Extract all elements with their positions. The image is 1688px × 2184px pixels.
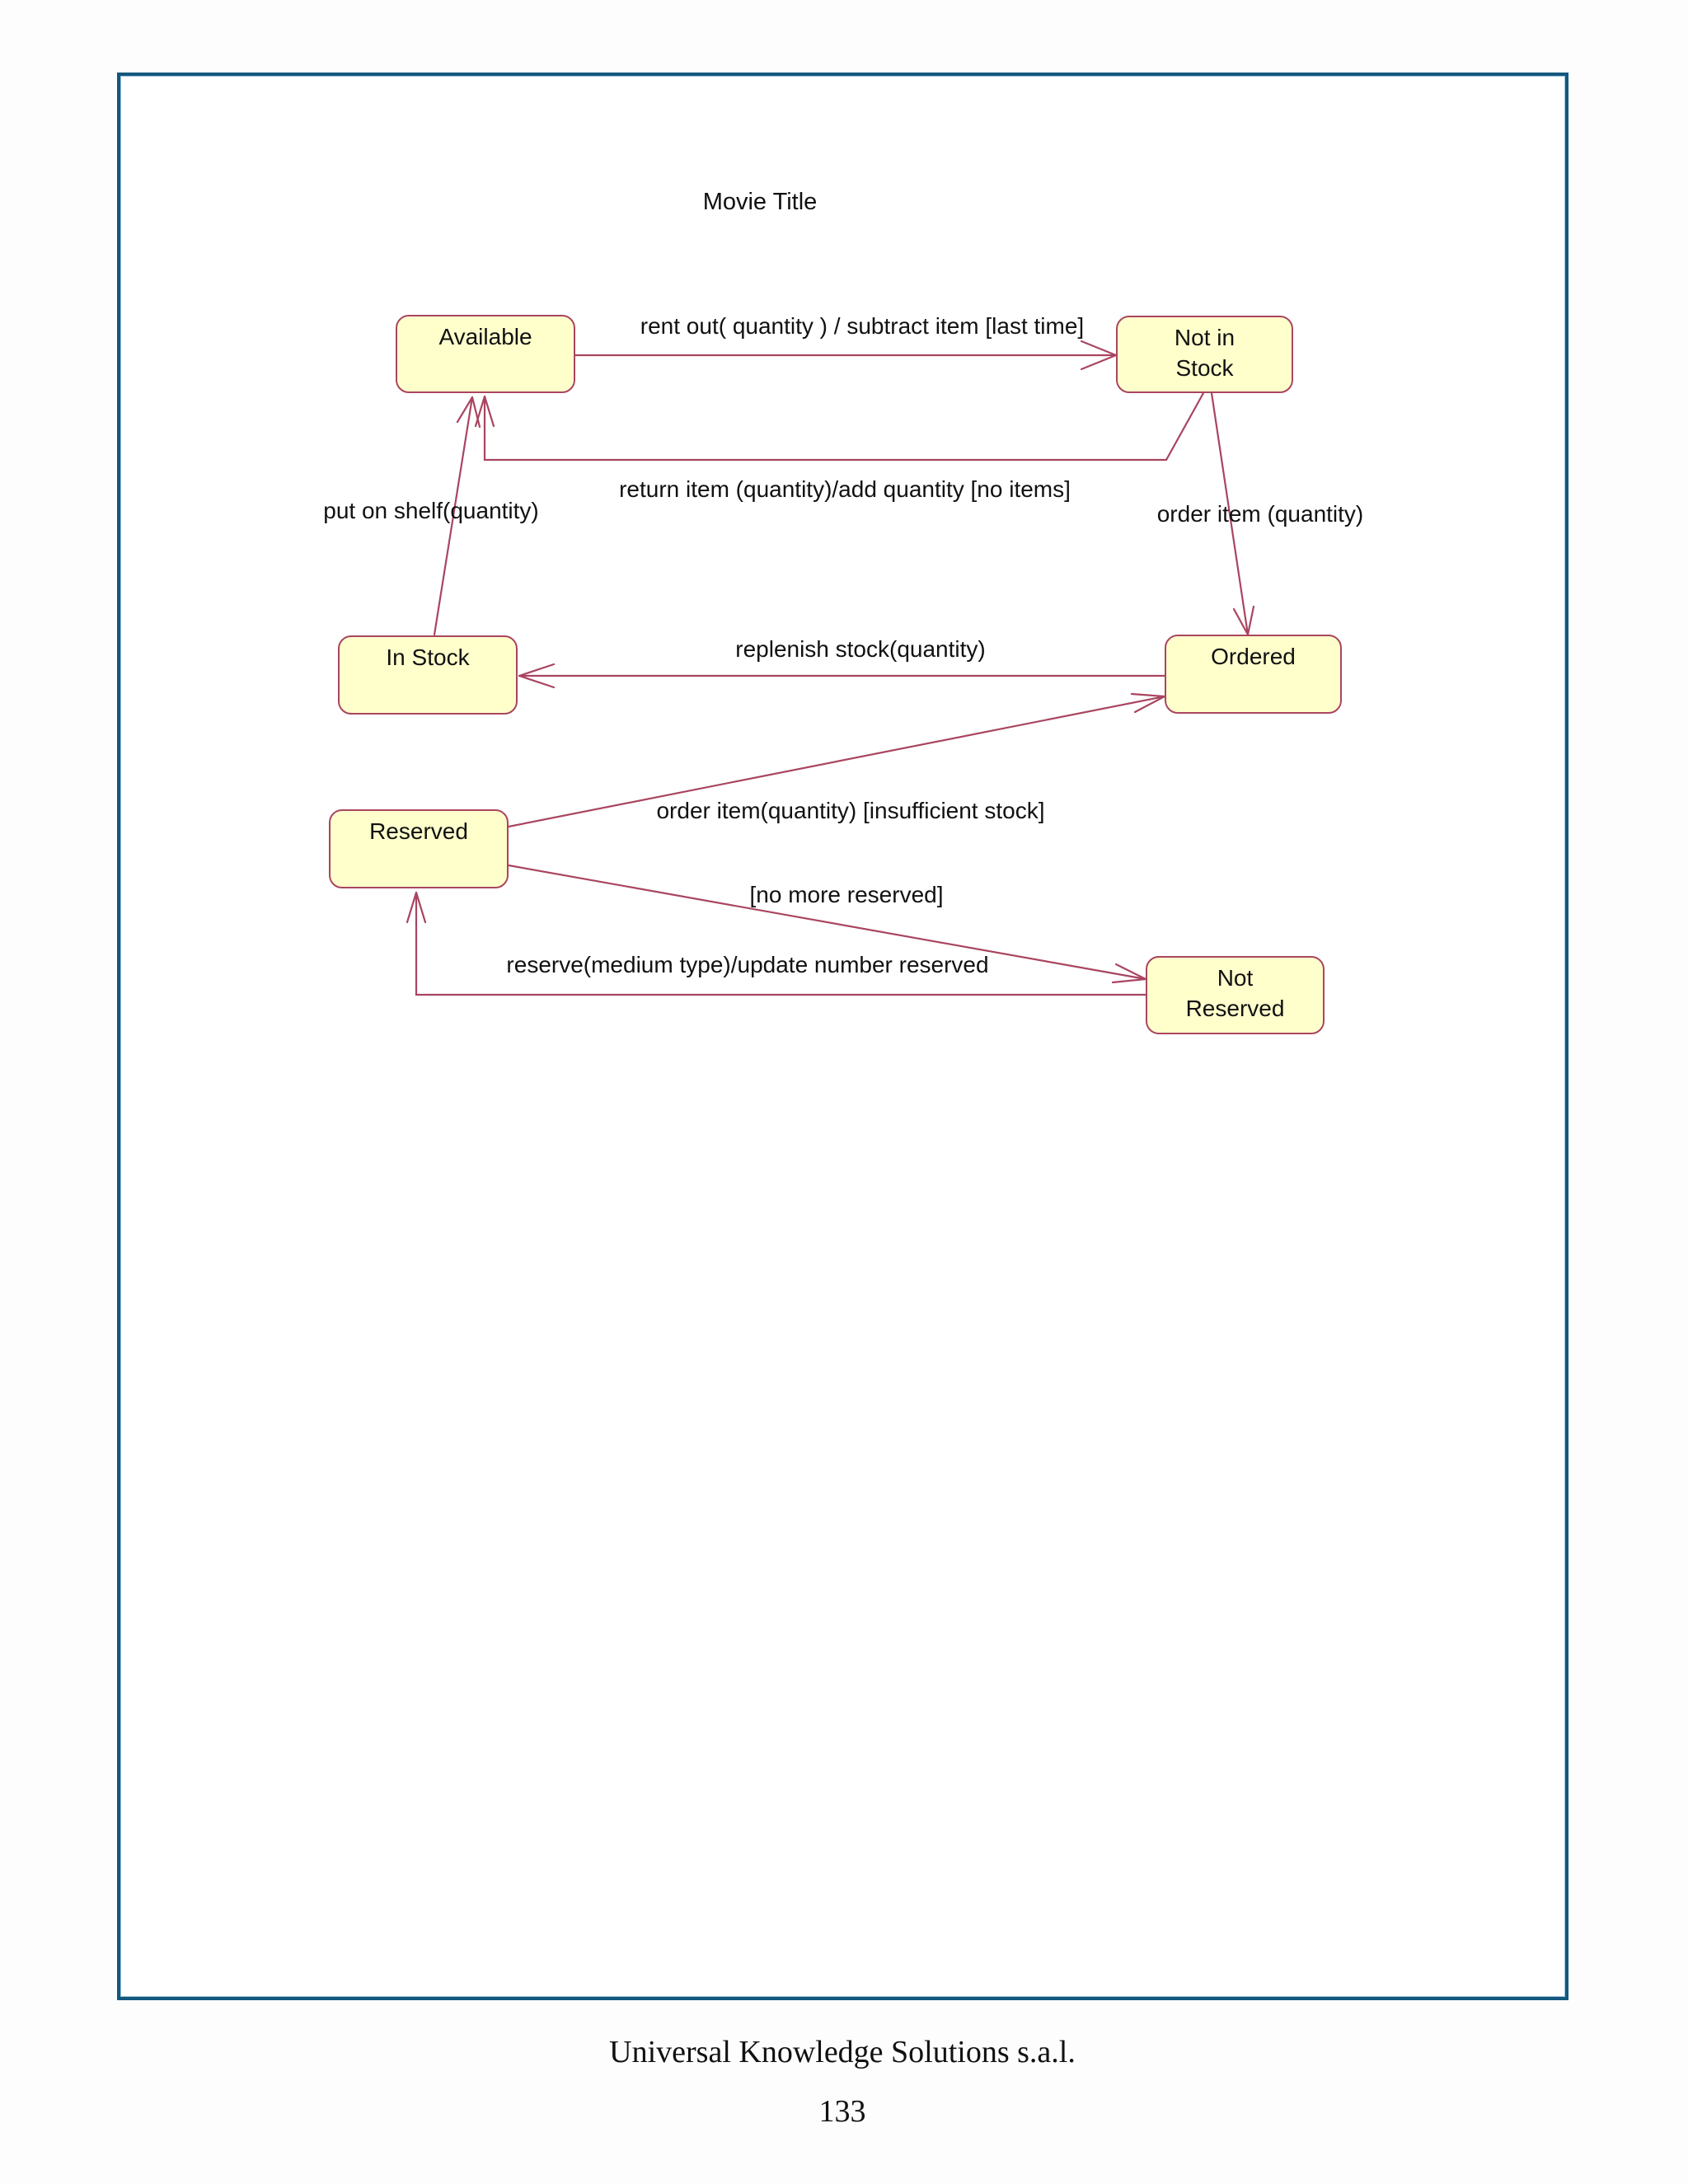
edge-no-more-reserved-line — [507, 864, 1147, 981]
edge-insufficient-line — [507, 695, 1166, 828]
state-available: Available — [396, 315, 575, 393]
edge-label-no-more-reserved: [no more reserved] — [749, 882, 944, 907]
edge-return-item-arrowhead — [474, 395, 495, 428]
page-border-frame — [117, 73, 1568, 2000]
edge-insufficient-arrowhead — [1130, 692, 1166, 714]
edge-replenish-arrowhead — [518, 663, 556, 689]
edge-label-replenish: replenish stock(quantity) — [735, 636, 986, 662]
edge-return-item-line — [483, 391, 1205, 462]
edge-reserve-arrowhead — [406, 891, 427, 924]
edge-rent-out-arrowhead — [1080, 340, 1118, 371]
state-ordered: Ordered — [1165, 635, 1342, 714]
edge-put-on-shelf-arrowhead — [456, 396, 481, 429]
edge-label-reserve: reserve(medium type)/update number reser… — [506, 952, 989, 977]
edge-label-put-on-shelf: put on shelf(quantity) — [323, 498, 539, 523]
footer-page-number: 133 — [818, 2094, 866, 2129]
state-not-in-stock: Not in Stock — [1116, 316, 1293, 393]
edge-order-item-line — [1210, 391, 1250, 636]
edge-reserve-line — [415, 891, 1147, 996]
diagram-title: Movie Title — [702, 189, 818, 215]
edge-label-insufficient-stock: order item(quantity) [insufficient stock… — [656, 798, 1045, 823]
edge-no-more-reserved-arrowhead — [1111, 963, 1147, 984]
edge-label-return-item: return item (quantity)/add quantity [no … — [619, 476, 1071, 502]
edge-put-on-shelf-line — [433, 396, 474, 636]
edge-label-rent-out: rent out( quantity ) / subtract item [la… — [640, 313, 1085, 339]
state-not-reserved: Not Reserved — [1146, 956, 1325, 1034]
edge-label-order-item: order item (quantity) — [1156, 501, 1364, 527]
footer-company: Universal Knowledge Solutions s.a.l. — [609, 2035, 1076, 2069]
edge-order-item-arrowhead — [1232, 605, 1255, 636]
state-reserved: Reserved — [329, 809, 509, 888]
state-in-stock: In Stock — [338, 635, 518, 715]
